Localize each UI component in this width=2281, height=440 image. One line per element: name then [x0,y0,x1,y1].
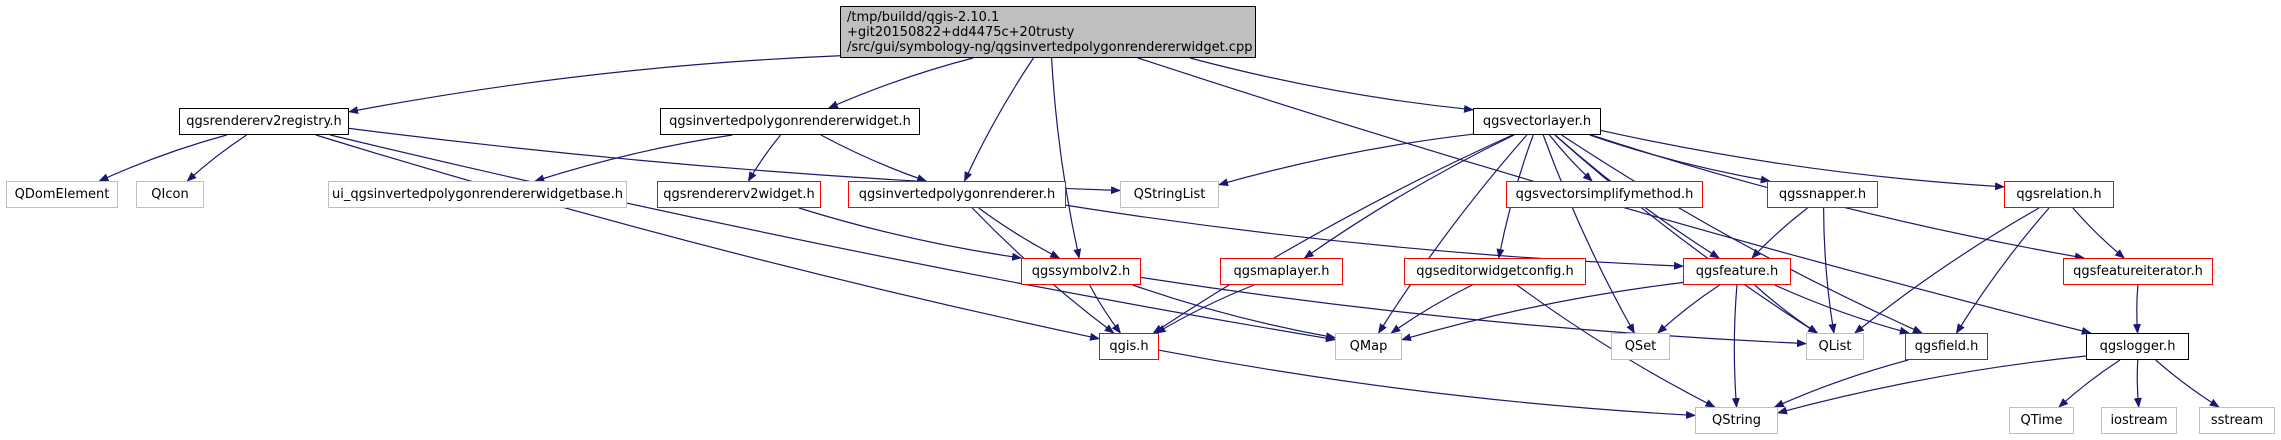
edge-qgsvectorlayer-to-qgsvectorsimplifymethod [1549,134,1593,182]
edge-qgsvectorlayer-to-qgsfield [1561,134,1923,334]
edge-qgsfield-to-qstring [1773,359,1909,408]
node-qset[interactable]: QSet [1611,333,1670,360]
edge-qgsvectorlayer-to-qgsrelation [1600,129,2005,191]
edge-root-to-qgsinvertedpolygonrenderer [964,57,1034,182]
edge-qgis-to-qstring [1158,349,1696,419]
edge-qgsvectorlayer-to-qgis [1152,134,1513,334]
edge-qgsrendererv2registry-to-qgis [315,134,1100,341]
node-qstringlist[interactable]: QStringList [1120,181,1219,208]
node-qgsfeature[interactable]: qgsfeature.h [1683,258,1791,285]
node-qgsrendererv2widget[interactable]: qgsrendererv2widget.h [657,181,821,208]
node-qgsrendererv2registry[interactable]: qgsrendererv2registry.h [179,108,349,135]
edge-qgsrelation-to-qgsfield [1955,207,2050,334]
edge-qgsrendererv2registry-to-qmap [330,134,1336,343]
edge-qgsinvertedpolygonrendererwidget-to-qgsinvertedpolygonrenderer [820,134,928,182]
edge-qgsfeature-to-qstring [1731,284,1740,408]
edge-root-to-qgsvectorlayer [1189,57,1474,113]
node-qicon[interactable]: QIcon [136,181,204,208]
node-qgsmaplayer[interactable]: qgsmaplayer.h [1220,258,1343,285]
edge-qgsvectorlayer-to-qlist [1554,134,1818,334]
edge-qgslogger-to-iostream [2133,359,2142,408]
edge-qgsfeature-to-qset [1657,284,1720,334]
edge-qgsrendererv2registry-to-qdomelement [98,134,227,182]
root-path-line-2: +git20150822+dd4475c+20trusty [847,25,1075,40]
edge-qgsrelation-to-qlist [1854,207,2040,334]
edge-qgsfeature-to-qmap [1401,281,1684,342]
node-qgsfeatureiterator[interactable]: qgsfeatureiterator.h [2063,258,2213,285]
edge-qgsfeature-to-qlist [1754,284,1819,334]
edge-qgsvectorlayer-to-qgsmaplayer [1303,134,1515,259]
node-iostream[interactable]: iostream [2101,407,2177,434]
edge-root-to-qgsinvertedpolygonrendererwidget [828,57,974,109]
edge-qgsinvertedpolygonrendererwidget-to-qgsrendererv2widget [747,134,782,182]
edge-root-to-qgssymbolv2 [1050,57,1082,259]
node-qgsfield[interactable]: qgsfield.h [1905,333,1988,360]
node-qtime[interactable]: QTime [2009,407,2074,434]
edge-qgsinvertedpolygonrenderer-to-qgssymbolv2 [978,207,1061,259]
edge-qgsrendererv2registry-to-qicon [186,134,247,182]
edge-qgsrendererv2widget-to-qgssymbolv2 [798,207,1023,261]
node-qgsrelation[interactable]: qgsrelation.h [2004,181,2114,208]
node-qdomelement[interactable]: QDomElement [6,181,118,208]
root-file-node[interactable]: /tmp/buildd/qgis-2.10.1 +git20150822+dd4… [840,6,1256,58]
edge-qgslogger-to-qstring [1777,355,2087,415]
edges-layer [98,55,2220,419]
edge-qgsrelation-to-qgsfeatureiterator [2072,207,2125,259]
node-qgsinvertedpolygonrenderer[interactable]: qgsinvertedpolygonrenderer.h [848,181,1066,208]
edge-qgssymbolv2-to-qgis [1089,284,1121,334]
node-qgssnapper[interactable]: qgssnapper.h [1767,181,1878,208]
edge-qgsfeature-to-qgsfield [1774,284,1910,335]
edge-qgssymbolv2-to-qmap [1132,284,1336,341]
node-qgsvectorsimplifymethod[interactable]: qgsvectorsimplifymethod.h [1506,181,1703,208]
edge-qgsfeatureiterator-to-qgslogger [2132,284,2141,334]
node-qstring[interactable]: QString [1695,407,1778,434]
edge-qgseditorwidgetconfig-to-qmap [1390,284,1473,334]
edge-qgssnapper-to-qgsfeature [1751,207,1808,259]
root-path-line-3: /src/gui/symbology-ng/qgsinvertedpolygon… [847,40,1253,55]
node-qlist[interactable]: QList [1806,333,1864,360]
edge-qgsvectorlayer-to-qset [1542,134,1635,334]
edge-qgssymbolv2-to-qlist [1140,276,1807,348]
edge-qgssnapper-to-qlist [1823,207,1837,334]
node-qgsvectorlayer[interactable]: qgsvectorlayer.h [1473,108,1601,135]
node-qgsinvertedpolygonrendererwidget[interactable]: qgsinvertedpolygonrendererwidget.h [660,108,920,135]
node-qgssymbolv2[interactable]: qgssymbolv2.h [1021,258,1141,285]
edge-qgsvectorlayer-to-qstringlist [1218,133,1474,187]
edge-qgsmaplayer-to-qgis [1155,284,1255,334]
edge-qgsinvertedpolygonrendererwidget-to-ui_widgetbase [534,134,733,183]
node-sstream[interactable]: sstream [2199,407,2275,434]
edge-qgslogger-to-qtime [2058,359,2121,408]
node-qgslogger[interactable]: qgslogger.h [2086,333,2189,360]
edge-root-to-qgsrendererv2registry [348,55,841,115]
edge-qgsinvertedpolygonrenderer-to-qgsfeature [1065,204,1684,270]
node-qgis[interactable]: qgis.h [1099,333,1159,360]
edge-qgsvectorlayer-to-qmap [1378,134,1528,334]
root-path-line-1: /tmp/buildd/qgis-2.10.1 [847,10,1000,25]
edge-qgslogger-to-sstream [2155,359,2220,408]
node-ui-widgetbase[interactable]: ui_qgsinvertedpolygonrendererwidgetbase.… [328,181,627,208]
node-qmap[interactable]: QMap [1335,333,1402,360]
node-qgseditorwidgetconfig[interactable]: qgseditorwidgetconfig.h [1404,258,1586,285]
